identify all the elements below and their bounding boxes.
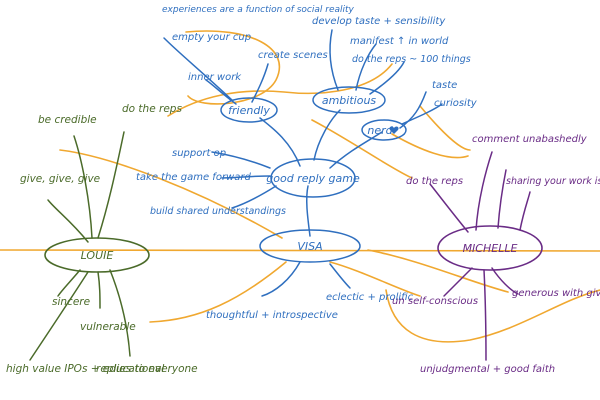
orange-link-unselfconscious: [329, 261, 421, 297]
trait-unjudgmental: unjudgmental + good faith: [420, 364, 555, 375]
friendly-label: friendly: [228, 104, 270, 117]
visa-label: VISA: [297, 240, 322, 253]
visa-branch-texts: experiences are a function of social rea…: [136, 5, 478, 321]
good-reply-game-node[interactable]: [270, 158, 356, 198]
orange-link-belief-loop: [185, 30, 281, 105]
orange-link-visa-michelle-reps: [311, 119, 413, 179]
trait-un-self-conscious: un self-conscious: [392, 296, 478, 307]
orange-link-visa-generous: [367, 249, 509, 293]
ambitious-node[interactable]: [312, 86, 386, 114]
branch-take-the-game-forward: take the game forward: [136, 172, 251, 183]
orange-link-bottom-right-loop: [385, 289, 600, 343]
michelle-branch-lines: [429, 151, 531, 361]
branch-inner-work: inner work: [188, 72, 242, 83]
michelle-label: MICHELLE: [463, 242, 518, 255]
nerd-label: nerd: [367, 124, 393, 137]
visa-branch-lines: [163, 29, 443, 297]
trait-sincere: sincere: [52, 296, 90, 308]
branch-do-the-reps-100: do the reps ~ 100 things: [352, 54, 471, 65]
trait-thoughtful-introspective: thoughtful + introspective: [206, 310, 338, 321]
nerd-label-text: nerd: [367, 124, 393, 137]
louie-label: LOUIE: [81, 249, 114, 262]
trait-vulnerable: vulnerable: [80, 321, 136, 333]
trait-do-the-reps-line: do the reps: [122, 103, 182, 115]
branch-build-shared-understandings: build shared understandings: [150, 206, 286, 217]
michelle-traits: comment unabashedly do the reps sharing …: [392, 134, 600, 375]
trait-comment-unabashedly: comment unabashedly: [472, 134, 588, 145]
orange-link-louie-visa: [59, 149, 283, 239]
branch-develop-taste: develop taste + sensibility: [312, 16, 446, 27]
branch-curiosity: curiosity: [434, 98, 478, 109]
orange-link-sincere-visa: [149, 261, 287, 323]
friendly-node[interactable]: [220, 97, 278, 123]
orange-link-nerd-michelle: [391, 133, 469, 159]
branch-manifest: manifest ↑ in world: [350, 36, 449, 47]
trait-replies-to-everyone: replies to everyone: [96, 363, 198, 375]
visa-node[interactable]: [259, 229, 361, 263]
trait-do-the-reps: do the reps: [122, 103, 182, 115]
branch-create-scenes: create scenes: [258, 50, 328, 61]
branch-empty-your-cup: empty your cup: [172, 32, 251, 43]
orange-connectors: [0, 30, 600, 343]
trait-eclectic-prolific: eclectic + prolific: [326, 292, 414, 303]
louie-traits: be credible do the reps give, give, give…: [6, 103, 198, 375]
trait-give-give-give: give, give, give: [20, 173, 100, 185]
trait-high-value: high value IPOs + educational: [6, 363, 164, 375]
trait-sharing-your-work: sharing your work is a service: [506, 176, 600, 187]
heart-icon: [389, 126, 399, 134]
trait-be-credible: be credible: [38, 114, 97, 126]
michelle-node[interactable]: [437, 225, 543, 271]
louie-branch-lines: [29, 131, 131, 361]
branch-taste: taste: [432, 80, 457, 91]
horizontal-axis-line: [0, 249, 600, 252]
branch-experiences: experiences are a function of social rea…: [162, 5, 355, 15]
good-reply-game-label: good reply game: [266, 172, 360, 185]
visa-node-labels: friendly ambitious nerd good reply game …: [228, 94, 394, 253]
branch-support-op: support op: [172, 148, 226, 159]
ambitious-label: ambitious: [322, 94, 377, 107]
trait-do-the-reps-michelle: do the reps: [406, 176, 463, 187]
louie-node[interactable]: [44, 237, 150, 273]
nerd-node[interactable]: [361, 119, 407, 141]
orange-link-louie-reps-friendly: [167, 63, 393, 117]
